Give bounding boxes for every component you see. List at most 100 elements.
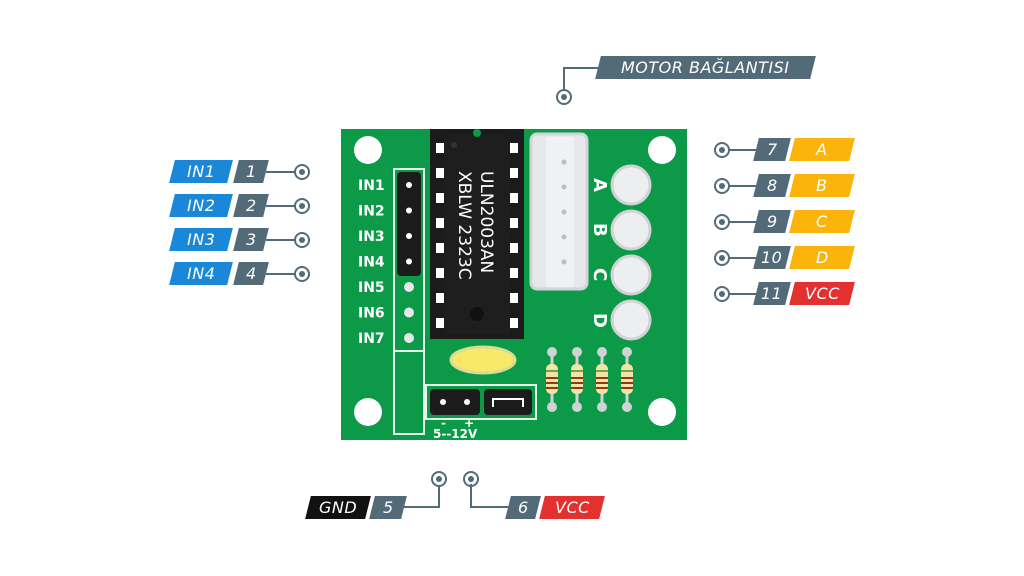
motor-pin-label-d: D: [589, 313, 610, 328]
pin-11-point[interactable]: [714, 286, 730, 302]
header-pin: [406, 233, 412, 239]
output-tag-d: D: [789, 246, 855, 269]
output-label: B: [816, 176, 828, 195]
pin-3-tag: 3: [233, 228, 269, 251]
ic-leg: [436, 193, 444, 203]
led-c: [610, 254, 652, 296]
ic-leg: [510, 218, 518, 228]
power-range-label: 5--12V: [433, 427, 478, 440]
pin-8-tag: 8: [753, 174, 791, 197]
pin-11-connector: [730, 293, 758, 295]
board-input-label: IN5: [358, 280, 385, 296]
pin-4-point[interactable]: [294, 266, 310, 282]
board-input-label: IN2: [358, 204, 385, 220]
vcc-label-bottom: VCC: [554, 498, 590, 517]
output-tag-vcc: VCC: [789, 282, 855, 305]
pad: [404, 282, 414, 292]
output-label: C: [816, 212, 828, 231]
mounting-hole: [354, 136, 382, 164]
pin-5-connector-v: [438, 484, 440, 508]
jumper[interactable]: [484, 389, 532, 415]
output-label: D: [815, 248, 829, 267]
pin-5-tag: 5: [369, 496, 407, 519]
vcc-tag-bottom: VCC: [539, 496, 605, 519]
ic-leg: [510, 143, 518, 153]
gnd-tag: GND: [305, 496, 371, 519]
motor-pin-label-b: B: [589, 223, 610, 237]
pin-5-connector-h: [404, 506, 440, 508]
input-header-outline: [393, 168, 425, 435]
resistor: [596, 347, 608, 412]
pin-7-point[interactable]: [714, 142, 730, 158]
ic-leg: [436, 268, 444, 278]
output-label: A: [816, 140, 828, 159]
pin-5-point[interactable]: [431, 471, 447, 487]
pin-6-point[interactable]: [463, 471, 479, 487]
board-input-label: IN3: [358, 229, 385, 245]
pad: [404, 333, 414, 343]
connector-pin: [561, 209, 567, 215]
input-label: IN3: [186, 230, 216, 249]
ic-leg: [436, 143, 444, 153]
pin-number: 4: [245, 264, 257, 283]
pin-10-connector: [730, 257, 758, 259]
title-connector-h: [563, 67, 603, 69]
ic-leg: [510, 243, 518, 253]
pin-9-point[interactable]: [714, 214, 730, 230]
pin-6-connector-v: [470, 484, 472, 508]
ic-leg: [510, 318, 518, 328]
pin-5-number: 5: [382, 498, 394, 517]
board-input-label: IN7: [358, 331, 385, 347]
pin-6-connector-h: [470, 506, 510, 508]
ic-leg: [436, 168, 444, 178]
pin-number: 9: [766, 212, 778, 231]
chip-line1: ULN2003AN: [476, 171, 496, 273]
pin-10-tag: 10: [753, 246, 791, 269]
mounting-hole: [648, 136, 676, 164]
board-input-label: IN6: [358, 306, 385, 322]
pin-number: 7: [766, 140, 778, 159]
pin-2-connector: [266, 205, 296, 207]
ic-leg: [510, 168, 518, 178]
led-d: [610, 299, 652, 341]
pin-number: 2: [245, 196, 257, 215]
resistor: [546, 347, 558, 412]
input-tag-3: IN3: [169, 228, 233, 251]
input-label: IN1: [186, 162, 216, 181]
input-label: IN4: [186, 264, 216, 283]
connector-pin: [561, 259, 567, 265]
pin-8-point[interactable]: [714, 178, 730, 194]
resistor: [621, 347, 633, 412]
ic-body: [444, 134, 510, 334]
pin-2-point[interactable]: [294, 198, 310, 214]
input-tag-1: IN1: [169, 160, 233, 183]
pin-7-connector: [730, 149, 758, 151]
board-input-label: IN4: [358, 255, 385, 271]
led-a: [610, 164, 652, 206]
power-header: [430, 389, 480, 415]
ic-leg: [436, 293, 444, 303]
input-tag-2: IN2: [169, 194, 233, 217]
pin-8-connector: [730, 185, 758, 187]
pin-1-point[interactable]: [294, 164, 310, 180]
pin-3-point[interactable]: [294, 232, 310, 248]
header-pin: [406, 182, 412, 188]
input-tag-4: IN4: [169, 262, 233, 285]
pin-11-tag: 11: [753, 282, 791, 305]
input-header: [397, 172, 421, 276]
pad: [404, 307, 414, 318]
power-header-outline: [425, 384, 537, 420]
gnd-label: GND: [318, 498, 358, 517]
pin-10-point[interactable]: [714, 250, 730, 266]
output-label: VCC: [804, 284, 840, 303]
ic-leg: [510, 293, 518, 303]
motor-connection-point[interactable]: [556, 89, 572, 105]
title-connector: [563, 67, 565, 89]
ic-leg: [510, 268, 518, 278]
pin-2-tag: 2: [233, 194, 269, 217]
mounting-hole: [648, 398, 676, 426]
pin-9-tag: 9: [753, 210, 791, 233]
pin-3-connector: [266, 239, 296, 241]
motor-pin-label-a: A: [589, 178, 610, 192]
